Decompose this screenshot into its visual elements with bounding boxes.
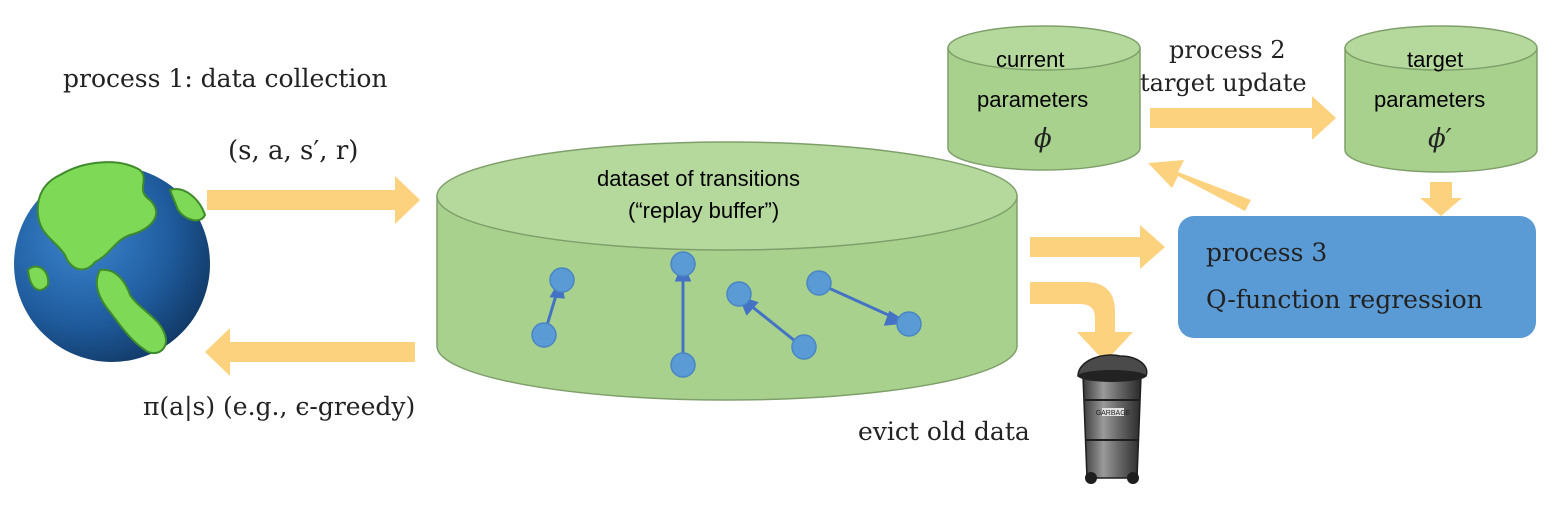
- trash-can-icon: GARBAGE: [1077, 354, 1148, 484]
- process1-label: process 1: data collection: [63, 64, 388, 93]
- target-params-line1: target: [1407, 47, 1464, 72]
- data-to-buffer-arrow: [207, 176, 420, 224]
- target-parameters-cylinder: [1344, 25, 1538, 173]
- q-regression-label: Q-function regression: [1206, 285, 1483, 314]
- state-dot: [896, 311, 922, 337]
- target-params-symbol: ϕ′: [1428, 124, 1452, 154]
- transition-tuple-label: (s, a, s′, r): [228, 136, 359, 166]
- transition-link: [821, 283, 896, 320]
- policy-to-earth-arrow: [205, 328, 415, 376]
- buffer-title-line2: (“replay buffer”): [628, 198, 780, 223]
- garbage-label: GARBAGE: [1096, 410, 1131, 417]
- state-dot: [726, 281, 752, 307]
- current-params-line2: parameters: [977, 87, 1089, 112]
- garbage-label-plate: [1102, 408, 1124, 416]
- state-dot: [531, 322, 557, 348]
- target-to-regression-arrow: [1420, 182, 1462, 216]
- evict-arrow: [1030, 282, 1133, 362]
- current-params-line1: current: [996, 47, 1065, 72]
- transition-dots: [531, 251, 922, 378]
- process2-label: process 2: [1169, 36, 1286, 64]
- policy-label: π(a|s) (e.g., ϵ-greedy): [143, 392, 416, 421]
- buffer-to-regression-arrow: [1030, 225, 1165, 269]
- target-update-label: target update: [1140, 69, 1307, 97]
- state-dot: [549, 267, 575, 293]
- evict-label: evict old data: [858, 417, 1030, 446]
- transition-link: [749, 303, 801, 347]
- state-dot: [791, 334, 817, 360]
- target-params-line2: parameters: [1374, 87, 1486, 112]
- state-dot: [806, 270, 832, 296]
- current-parameters-cylinder: [947, 25, 1141, 171]
- current-params-symbol: ϕ: [1034, 124, 1052, 154]
- regression-to-current-arrow: [1148, 160, 1251, 211]
- earth-icon: [14, 161, 210, 362]
- state-dot: [670, 251, 696, 277]
- state-dot: [670, 352, 696, 378]
- target-update-arrow: [1150, 96, 1336, 140]
- buffer-title-line1: dataset of transitions: [597, 166, 801, 191]
- process3-label: process 3: [1206, 238, 1328, 267]
- q-regression-box: [1178, 216, 1536, 338]
